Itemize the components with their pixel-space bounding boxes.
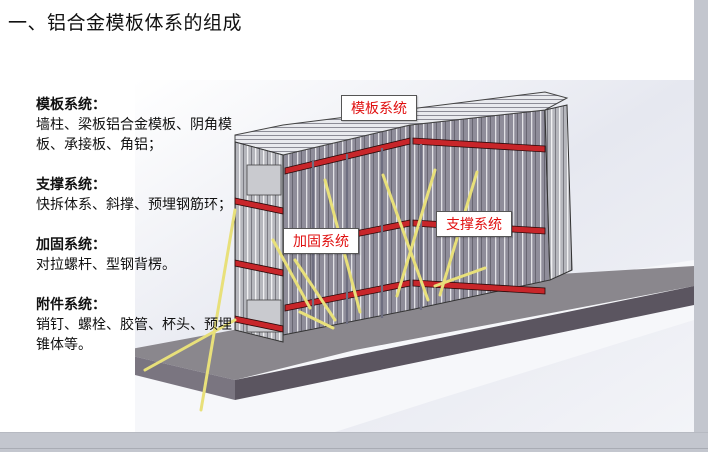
diagonal-braces [143, 168, 487, 412]
window-side-margin [694, 0, 708, 432]
section-title: 支撑系统： [36, 177, 106, 193]
callout-reinforcement-system: 加固系统 [283, 228, 359, 254]
slide-title: 一、铝合金模板体系的组成 [8, 12, 243, 34]
section-body: 对拉螺杆、型钢背楞。 [36, 257, 176, 273]
callout-formwork-system: 模板系统 [341, 95, 417, 121]
floor-slab-side [235, 286, 694, 400]
section-support: 支撑系统： 快拆体系、斜撑、预埋钢筋环； [36, 175, 236, 215]
section-title: 加固系统： [36, 237, 106, 253]
section-title: 附件系统： [36, 297, 106, 313]
window-bottom-margin [0, 432, 708, 452]
section-body: 销钉、螺栓、胶管、杯头、预埋锥体等。 [36, 317, 232, 353]
section-body: 墙柱、梁板铝合金模板、阴角模板、承接板、角铝； [36, 117, 232, 153]
section-formwork: 模板系统： 墙柱、梁板铝合金模板、阴角模板、承接板、角铝； [36, 95, 236, 155]
slide: 一、铝合金模板体系的组成 [0, 0, 694, 432]
floor-slab-top [135, 266, 694, 380]
section-reinforcement: 加固系统： 对拉螺杆、型钢背楞。 [36, 235, 236, 275]
section-accessories: 附件系统： 销钉、螺栓、胶管、杯头、预埋锥体等。 [36, 295, 236, 355]
section-body: 快拆体系、斜撑、预埋钢筋环； [36, 197, 232, 213]
system-components-list: 模板系统： 墙柱、梁板铝合金模板、阴角模板、承接板、角铝； 支撑系统： 快拆体系… [36, 95, 236, 375]
callout-support-system: 支撑系统 [436, 211, 512, 237]
section-title: 模板系统： [36, 97, 106, 113]
divider [0, 448, 708, 449]
